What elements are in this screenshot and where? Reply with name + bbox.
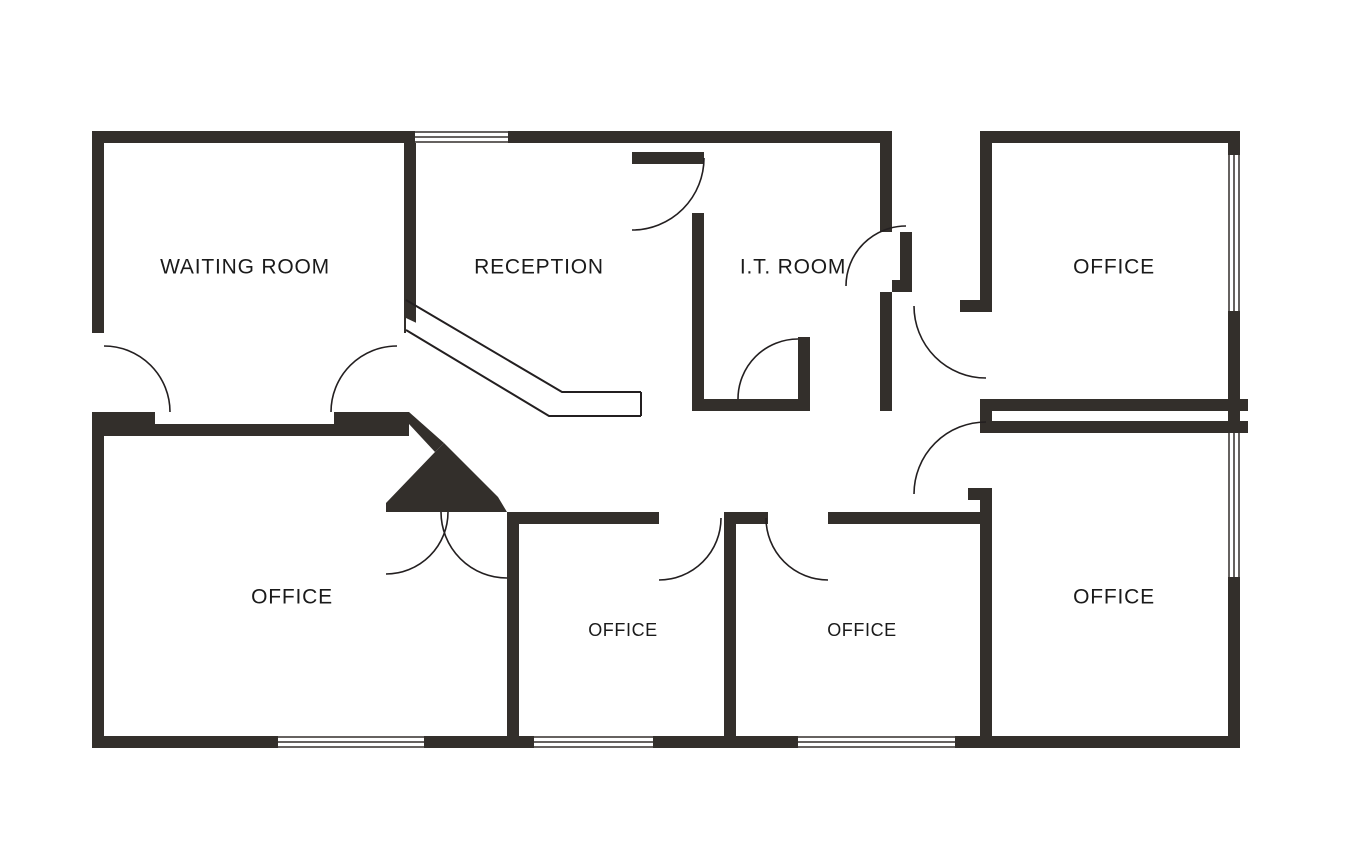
window-right-top-office: [1228, 155, 1240, 311]
wall-exterior-bottom-b: [424, 736, 544, 748]
wall-exterior-right-a: [1228, 131, 1240, 155]
windows-layer: [278, 131, 1240, 748]
room-label-waiting-room: WAITING ROOM: [160, 256, 330, 279]
stair-ramp-layer: [405, 299, 642, 417]
wall-exterior-right-b: [1228, 311, 1240, 433]
wall-exterior-right-c: [1228, 577, 1240, 748]
wall-it-right-wall-lower: [880, 292, 892, 411]
room-label-it-room: I.T. ROOM: [740, 256, 846, 279]
door-bottom-left-hall: [385, 511, 449, 575]
wall-mid-horizontal-left: [92, 412, 155, 424]
door-waiting-hall: [330, 345, 398, 413]
wall-exterior-top-right: [980, 131, 1240, 143]
wall-hall-right-mid-c: [980, 421, 1248, 433]
wall-bottom-mid-top-c: [828, 512, 980, 524]
door-it-side: [845, 225, 907, 287]
door-waiting-exterior: [103, 345, 171, 413]
stair-ramp-line-2: [405, 329, 641, 417]
wall-hall-vert-right: [968, 488, 992, 500]
window-bottom-office-left: [278, 736, 424, 748]
stair-ramp-line-1: [405, 299, 641, 393]
door-swings-layer: [103, 157, 987, 581]
wall-exterior-top-left: [92, 131, 416, 143]
window-right-bottom-office: [1228, 433, 1240, 577]
window-bottom-office-mid2: [798, 736, 955, 748]
wall-exterior-bottom-d: [948, 736, 1240, 748]
wall-bottom-mid-center-post: [724, 512, 736, 748]
wall-angled-wall-upper: [409, 412, 444, 452]
wall-it-door-post: [900, 232, 912, 292]
wall-exterior-left-lower: [92, 412, 104, 748]
room-label-office-top-right: OFFICE: [1073, 256, 1155, 279]
walls-layer: [92, 131, 1248, 748]
door-top-right-office: [913, 305, 987, 379]
wall-it-bottom-right: [798, 337, 810, 411]
door-bottom-mid-office-2: [765, 517, 829, 581]
room-labels-layer: WAITING ROOM RECEPTION I.T. ROOM OFFICE OFFI…: [160, 256, 1155, 640]
wall-top-right-office-left: [980, 131, 992, 312]
wall-bottom-mid-left-wall: [507, 512, 519, 748]
wall-exterior-left-upper: [92, 131, 104, 333]
wall-exterior-top-mid: [507, 131, 892, 143]
wall-bottom-mid-top-a: [507, 512, 659, 524]
door-bottom-right-office: [913, 421, 987, 495]
door-it-top: [631, 157, 705, 231]
room-label-office-bottom-mid-1: OFFICE: [588, 620, 658, 640]
wall-it-top-stub: [632, 152, 704, 164]
wall-bottom-mid-top-b: [724, 512, 768, 524]
wall-waiting-reception-div: [404, 131, 416, 333]
wall-mid-horizontal-main: [96, 424, 409, 436]
wall-exterior-bottom-a: [92, 736, 288, 748]
room-label-office-bottom-right: OFFICE: [1073, 586, 1155, 609]
wall-angled-wall-lower: [386, 443, 507, 512]
wall-it-bottom-left: [692, 399, 799, 411]
wall-it-right-wall-upper: [880, 143, 892, 232]
wall-hall-right-mid-b: [980, 399, 1248, 411]
window-top-reception: [415, 131, 508, 143]
door-bottom-mid-office-1: [658, 517, 722, 581]
room-label-reception: RECEPTION: [474, 256, 604, 279]
wall-mid-horizontal-right: [334, 412, 409, 424]
room-label-office-bottom-mid-2: OFFICE: [827, 620, 897, 640]
diagonal-walls-layer: [386, 412, 507, 512]
room-label-office-bottom-left: OFFICE: [251, 586, 333, 609]
door-bottom-left-office: [440, 511, 508, 579]
wall-hall-right-lower: [980, 488, 992, 748]
wall-top-right-jamb-upper: [960, 300, 992, 312]
window-bottom-office-mid1: [534, 736, 653, 748]
wall-it-left-wall: [692, 213, 704, 411]
door-it-bottom: [737, 338, 799, 400]
